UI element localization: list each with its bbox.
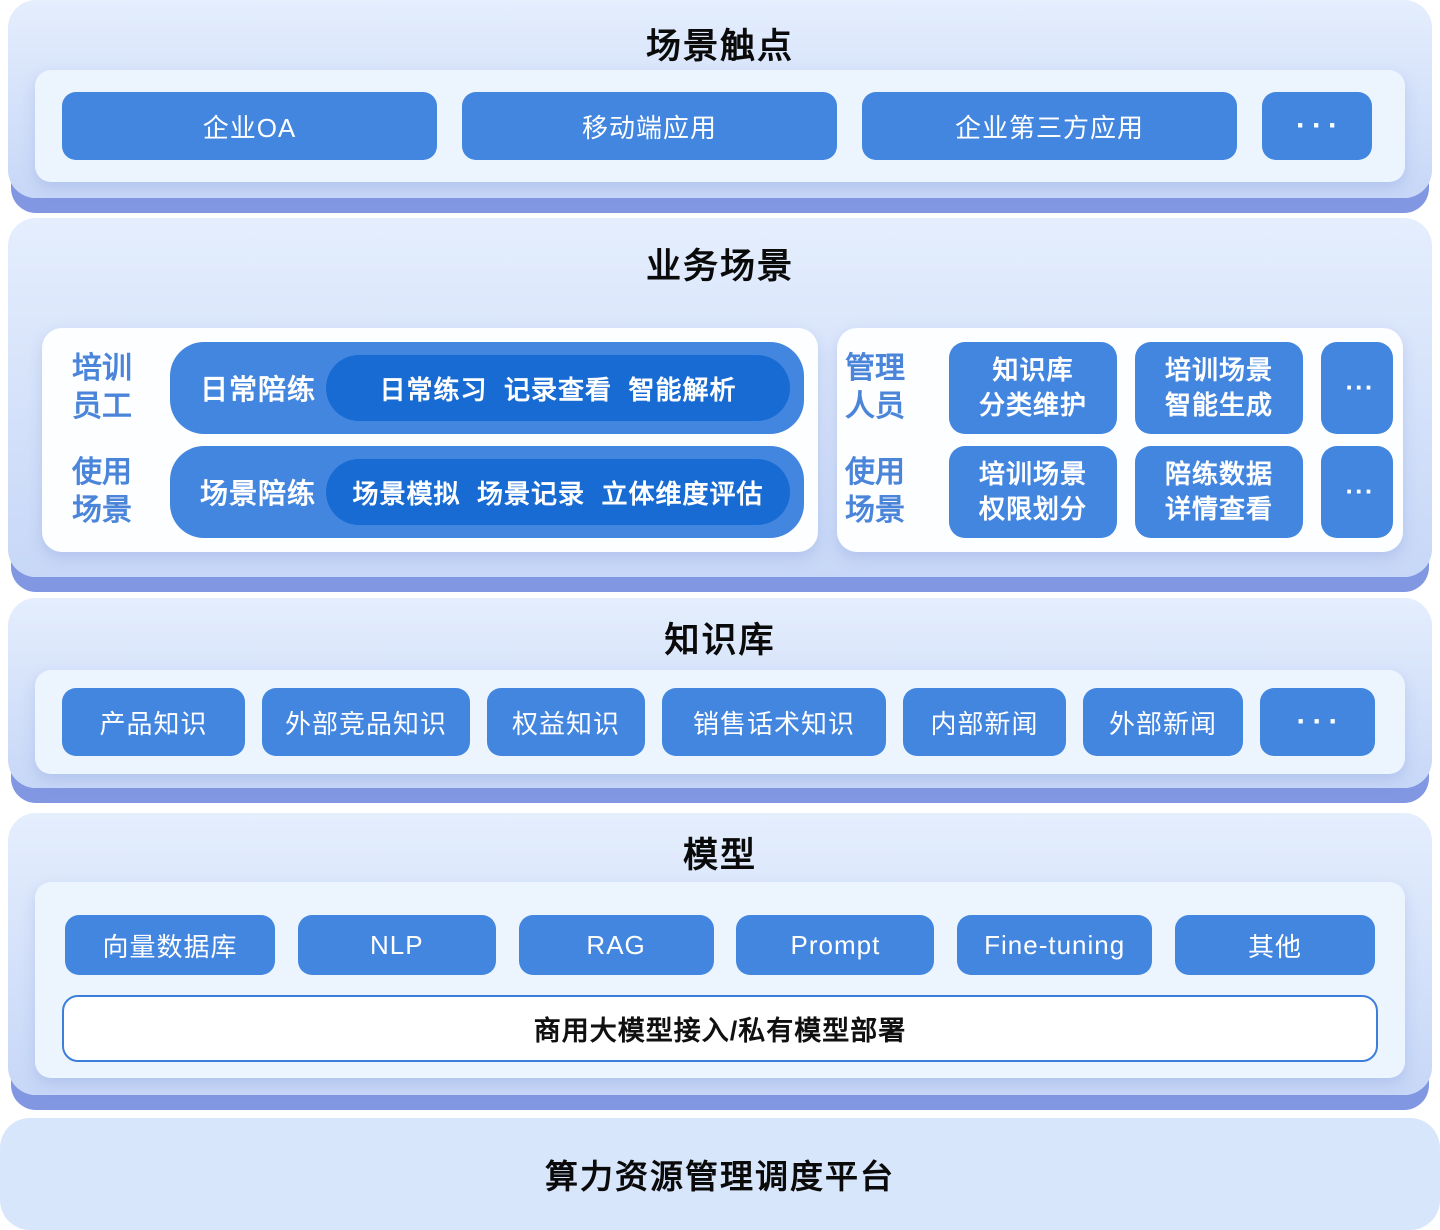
scene-sparring-label: 场景陪练: [200, 478, 317, 509]
touchpoint-third-party-app: 企业第三方应用: [862, 92, 1237, 160]
manager-usage-row: 使用 场景 培训场景 权限划分 陪练数据 详情查看 ···: [845, 446, 1393, 538]
model-nlp: NLP: [297, 915, 496, 975]
touchpoints-title: 场景触点: [645, 27, 794, 66]
kb-more-ellipsis: ···: [1260, 688, 1375, 756]
knowledge-title: 知识库: [664, 621, 776, 660]
daily-sparring-row: 培训 员工 日常陪练 日常练习 记录查看 智能解析: [72, 342, 804, 434]
training-scene-permission: 培训场景 权限划分: [949, 446, 1117, 538]
section-touchpoints: 场景触点 企业OA 移动端应用 企业第三方应用 ···: [8, 0, 1432, 198]
model-prompt: Prompt: [736, 915, 935, 975]
training-scene-auto-generation: 培训场景 智能生成: [1135, 342, 1303, 434]
touchpoint-mobile-app: 移动端应用: [462, 92, 837, 160]
scene-sparring-row: 使用 场景 场景陪练 场景模拟 场景记录 立体维度评估: [72, 446, 804, 538]
daily-sparring-label: 日常陪练: [200, 374, 317, 405]
kb-product-knowledge: 产品知识: [62, 688, 245, 756]
model-panel: 向量数据库 NLP RAG Prompt Fine-tuning 其他 商用大模…: [35, 882, 1405, 1078]
daily-sparring-pill: 日常陪练 日常练习 记录查看 智能解析: [170, 342, 804, 434]
section-knowledge-base: 知识库 产品知识 外部竞品知识 权益知识 销售话术知识 内部新闻 外部新闻 ··…: [8, 598, 1432, 788]
model-access-bar: 商用大模型接入/私有模型部署: [62, 995, 1378, 1062]
touchpoint-enterprise-oa: 企业OA: [62, 92, 437, 160]
model-rag: RAG: [518, 915, 714, 975]
section-model: 模型 向量数据库 NLP RAG Prompt Fine-tuning 其他 商…: [8, 813, 1432, 1095]
touchpoints-panel: 企业OA 移动端应用 企业第三方应用 ···: [35, 70, 1405, 182]
kb-classification-maintenance: 知识库 分类维护: [949, 342, 1117, 434]
business-title: 业务场景: [645, 247, 794, 286]
trainee-label: 培训 员工: [72, 351, 132, 423]
kb-external-news: 外部新闻: [1083, 688, 1243, 756]
sparring-data-detail-view: 陪练数据 详情查看: [1135, 446, 1303, 538]
model-button-row: 向量数据库 NLP RAG Prompt Fine-tuning 其他: [62, 915, 1378, 975]
section-computing-platform: 算力资源管理调度平台: [0, 1118, 1440, 1230]
model-title: 模型: [682, 836, 757, 875]
kb-internal-news: 内部新闻: [903, 688, 1066, 756]
section-business-scenarios: 业务场景 培训 员工 日常陪练 日常练习 记录查看 智能解析 使用 场景 场景陪…: [8, 218, 1432, 577]
manager-scenarios-card: 管理 人员 知识库 分类维护 培训场景 智能生成 ··· 使用 场景 培训场景 …: [837, 328, 1403, 552]
manager-more-ellipsis: ···: [1321, 342, 1393, 434]
manager-row: 管理 人员 知识库 分类维护 培训场景 智能生成 ···: [845, 342, 1393, 434]
scene-sparring-items: 场景模拟 场景记录 立体维度评估: [326, 459, 790, 525]
kb-benefits-knowledge: 权益知识: [487, 688, 645, 756]
scene-sparring-pill: 场景陪练 场景模拟 场景记录 立体维度评估: [170, 446, 804, 538]
model-vector-database: 向量数据库: [65, 915, 275, 975]
daily-sparring-items: 日常练习 记录查看 智能解析: [326, 355, 790, 421]
kb-competitor-knowledge: 外部竞品知识: [262, 688, 470, 756]
touchpoint-more-ellipsis: ···: [1262, 92, 1372, 160]
usage-scenario-label-right: 使用 场景: [845, 455, 905, 527]
manager-usage-more-ellipsis: ···: [1321, 446, 1393, 538]
trainee-scenarios-card: 培训 员工 日常陪练 日常练习 记录查看 智能解析 使用 场景 场景陪练 场景模…: [42, 328, 818, 552]
model-fine-tuning: Fine-tuning: [957, 915, 1153, 975]
kb-sales-script-knowledge: 销售话术知识: [662, 688, 886, 756]
manager-label: 管理 人员: [845, 351, 905, 423]
model-other: 其他: [1174, 915, 1375, 975]
knowledge-panel: 产品知识 外部竞品知识 权益知识 销售话术知识 内部新闻 外部新闻 ···: [35, 670, 1405, 774]
usage-scenario-label-left: 使用 场景: [72, 455, 132, 527]
